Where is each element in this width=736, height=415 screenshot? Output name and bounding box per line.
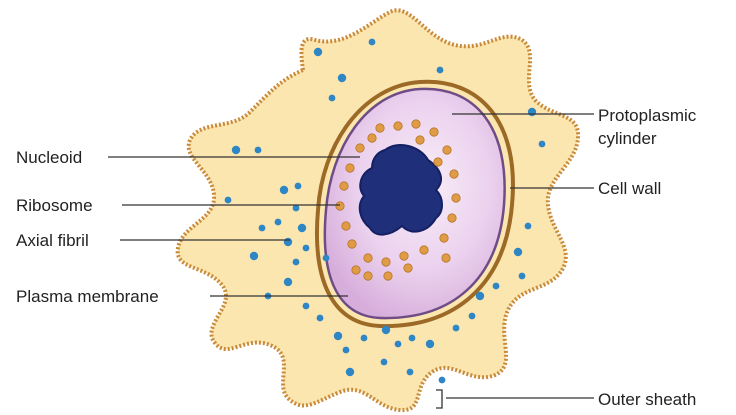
ribosome [450,170,458,178]
axial-fibril [493,283,500,290]
axial-fibril [528,108,536,116]
ribosome [376,124,384,132]
ribosome [356,144,364,152]
ribosome [336,202,344,210]
axial-fibril [395,341,402,348]
axial-fibril [275,219,282,226]
axial-fibril [525,223,532,230]
ribosome [352,266,360,274]
label-ribosome: Ribosome [16,196,93,215]
axial-fibril [469,313,476,320]
ribosome [382,258,390,266]
axial-fibril [259,225,266,232]
ribosome [346,164,354,172]
label-cell-wall: Cell wall [598,179,661,198]
ribosome [430,128,438,136]
ribosome [448,214,456,222]
axial-fibril [303,303,310,310]
axial-fibril [317,315,324,322]
axial-fibril [284,238,292,246]
axial-fibril [437,67,444,74]
axial-fibril [334,332,342,340]
axial-fibril [514,248,522,256]
ribosome [384,272,392,280]
axial-fibril [250,252,258,260]
axial-fibril [426,340,434,348]
ribosome [368,134,376,142]
ribosome [404,264,412,272]
ribosome [412,120,420,128]
axial-fibril [343,347,350,354]
axial-fibril [476,292,484,300]
axial-fibril [519,273,526,280]
ribosome [364,254,372,262]
label-axial-fibril: Axial fibril [16,231,89,250]
ribosome [416,136,424,144]
axial-fibril [338,74,346,82]
ribosome [348,240,356,248]
axial-fibril [280,186,288,194]
axial-fibril [295,183,302,190]
ribosome [452,194,460,202]
axial-fibril [232,146,240,154]
axial-fibril [361,335,368,342]
ribosome [400,252,408,260]
label-outer-sheath: Outer sheath [598,390,696,409]
axial-fibril [303,245,310,252]
axial-fibril [255,147,262,154]
label-protoplasmic-line2: cylinder [598,129,657,148]
ribosome [342,222,350,230]
outer-sheath-bracket [436,390,442,408]
axial-fibril [284,278,292,286]
axial-fibril [314,48,322,56]
axial-fibril [293,259,300,266]
label-protoplasmic-line1: Protoplasmic [598,106,697,125]
label-nucleoid: Nucleoid [16,148,82,167]
axial-fibril [329,95,336,102]
axial-fibril [298,224,306,232]
axial-fibril [409,335,416,342]
axial-fibril [225,197,232,204]
axial-fibril [381,359,388,366]
ribosome [434,158,442,166]
axial-fibril [407,369,414,376]
axial-fibril [453,325,460,332]
axial-fibril [323,255,330,262]
ribosome [443,146,451,154]
axial-fibril [539,141,546,148]
ribosome [442,254,450,262]
label-plasma-membrane: Plasma membrane [16,287,159,306]
ribosome [364,272,372,280]
axial-fibril [382,326,390,334]
axial-fibril [346,368,354,376]
ribosome [420,246,428,254]
axial-fibril [369,39,376,46]
ribosome [340,182,348,190]
ribosome [394,122,402,130]
axial-fibril [439,377,446,384]
ribosome [440,234,448,242]
